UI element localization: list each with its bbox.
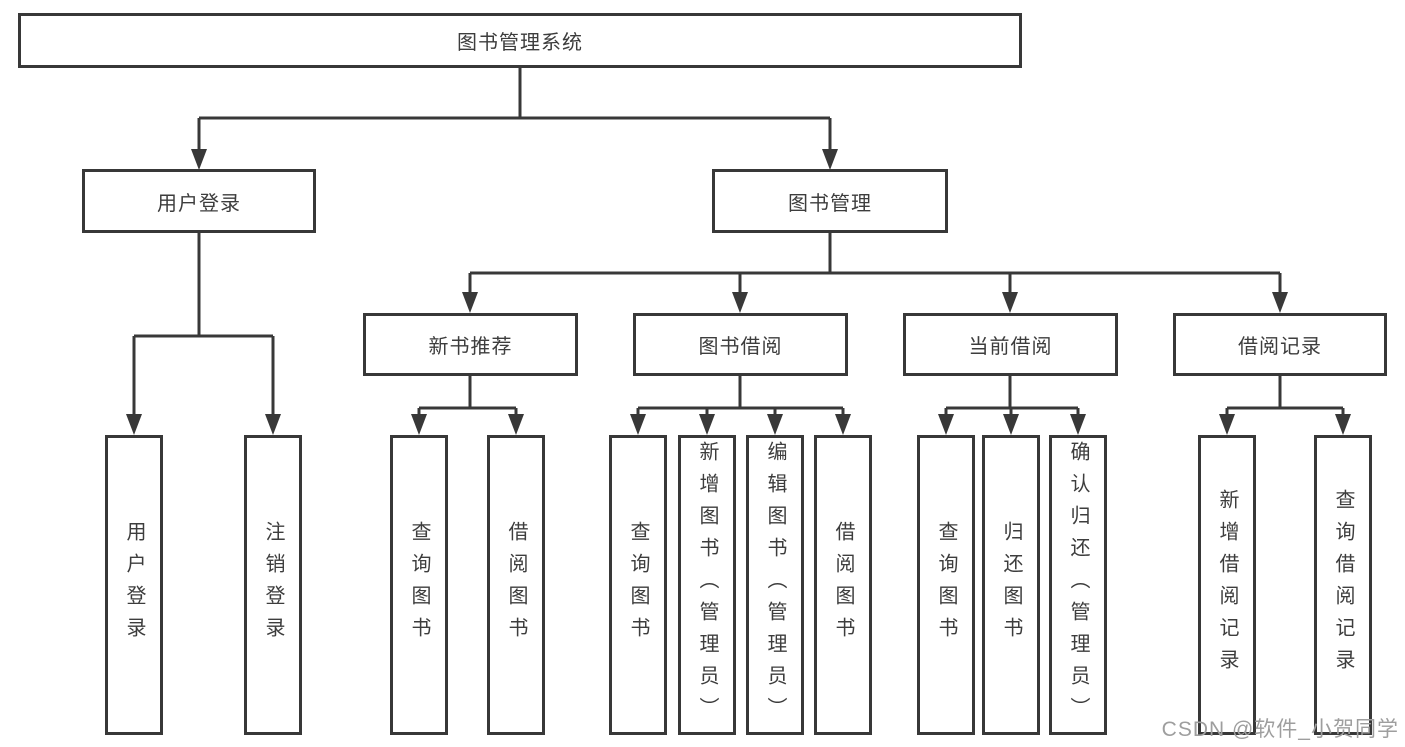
leaf-borrow-books: 借阅图书 xyxy=(487,435,545,735)
node-label: 新增图书（管理员） xyxy=(696,441,718,729)
node-label: 查询借阅记录 xyxy=(1332,489,1354,681)
node-library-management-system: 图书管理系统 xyxy=(18,13,1022,68)
node-label: 查询图书 xyxy=(935,521,957,649)
node-book-borrowing: 图书借阅 xyxy=(633,313,848,376)
leaf-query-books: 查询图书 xyxy=(609,435,667,735)
leaf-logout: 注销登录 xyxy=(244,435,302,735)
leaf-edit-books-admin: 编辑图书（管理员） xyxy=(746,435,804,735)
edge-mgmt-to-level3 xyxy=(468,233,1282,299)
leaf-query-borrow-record: 查询借阅记录 xyxy=(1314,435,1372,735)
node-label: 新增借阅记录 xyxy=(1216,489,1238,681)
arrowheads xyxy=(126,149,1351,435)
node-label: 借阅图书 xyxy=(505,521,527,649)
node-label: 图书借阅 xyxy=(698,336,783,358)
node-label: 用户登录 xyxy=(123,521,145,649)
node-borrowing-records: 借阅记录 xyxy=(1173,313,1387,376)
node-user-login: 用户登录 xyxy=(82,169,316,233)
csdn-watermark: CSDN @软件_小贺同学 xyxy=(1161,718,1399,741)
node-current-borrowing: 当前借阅 xyxy=(903,313,1118,376)
node-label: 编辑图书（管理员） xyxy=(764,441,786,729)
node-label: 注销登录 xyxy=(262,521,284,649)
node-label: 当前借阅 xyxy=(968,336,1053,358)
leaf-query-books: 查询图书 xyxy=(390,435,448,735)
node-label: 查询图书 xyxy=(408,521,430,649)
edge-root-to-level2 xyxy=(197,68,832,156)
node-label: 图书管理系统 xyxy=(457,32,583,54)
node-new-book-recommend: 新书推荐 xyxy=(363,313,578,376)
node-label: 查询图书 xyxy=(627,521,649,649)
leaf-return-books: 归还图书 xyxy=(982,435,1040,735)
node-book-management: 图书管理 xyxy=(712,169,948,233)
edge-login-to-leaves xyxy=(132,233,275,421)
edge-level3-to-leaves xyxy=(417,376,1345,421)
node-label: 图书管理 xyxy=(788,192,872,215)
node-label: 借阅记录 xyxy=(1238,336,1322,358)
leaf-user-login: 用户登录 xyxy=(105,435,163,735)
node-label: 用户登录 xyxy=(157,192,241,215)
node-label: 确认归还（管理员） xyxy=(1067,441,1089,729)
leaf-add-borrow-record: 新增借阅记录 xyxy=(1198,435,1256,735)
leaf-borrow-books: 借阅图书 xyxy=(814,435,872,735)
node-label: 归还图书 xyxy=(1000,521,1022,649)
leaf-add-books-admin: 新增图书（管理员） xyxy=(678,435,736,735)
leaf-confirm-return-admin: 确认归还（管理员） xyxy=(1049,435,1107,735)
leaf-query-books: 查询图书 xyxy=(917,435,975,735)
node-label: 借阅图书 xyxy=(832,521,854,649)
node-label: 新书推荐 xyxy=(428,336,513,358)
